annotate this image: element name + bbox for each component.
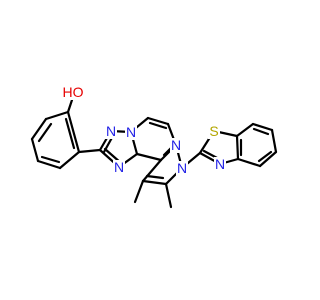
structure-canvas: HO N N N N N S N	[30, 83, 278, 209]
benzene-ring	[235, 122, 278, 168]
atom-labels: HO N N N N N S N	[62, 83, 226, 176]
svg-text:N: N	[114, 159, 124, 175]
molecule-diagram: HO N N N N N S N	[30, 83, 278, 209]
nitrogen-label-triazole-top: N	[105, 123, 117, 139]
nitrogen-label-pyrrole: N	[176, 160, 188, 176]
aryl-triazole-bond	[77, 148, 102, 154]
svg-text:S: S	[209, 123, 218, 139]
nitrogen-label-pyrimidine: N	[170, 137, 182, 153]
sulfur-label: S	[208, 123, 220, 139]
methyl-bond-left	[133, 179, 145, 204]
nitrogen-label-thiazole: N	[214, 156, 226, 172]
svg-text:N: N	[126, 124, 136, 140]
hydroxyl-label: HO	[62, 83, 84, 100]
svg-text:N: N	[215, 156, 225, 172]
svg-text:N: N	[106, 123, 116, 139]
phenol-ring	[30, 110, 81, 170]
pyrimidine-ring	[129, 116, 178, 162]
svg-text:N: N	[171, 137, 181, 153]
methyl-bond-right	[164, 182, 173, 209]
nitrogen-label-bridgehead: N	[125, 124, 137, 140]
svg-text:N: N	[177, 160, 187, 176]
c-o-bond	[66, 98, 74, 114]
svg-text:HO: HO	[63, 84, 84, 100]
nitrogen-label-triazole-bottom: N	[113, 159, 125, 175]
